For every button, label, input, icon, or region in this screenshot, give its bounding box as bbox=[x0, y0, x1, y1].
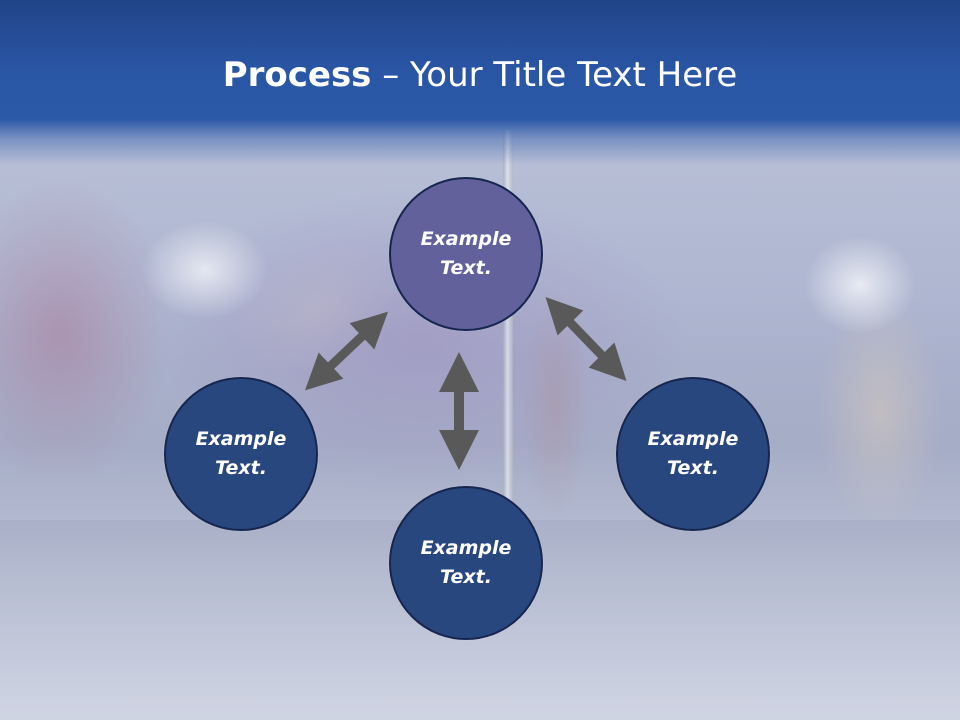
title-bold-text: Process bbox=[222, 55, 372, 95]
process-node-bottom-label: Example Text. bbox=[420, 537, 512, 588]
title-band bbox=[0, 0, 960, 165]
process-node-right[interactable]: Example Text. bbox=[616, 377, 770, 531]
slide-title[interactable]: Process – Your Title Text Here bbox=[0, 52, 960, 98]
arrow-top-left[interactable] bbox=[304, 311, 389, 391]
process-node-top-label: Example Text. bbox=[420, 228, 512, 279]
title-rest-text: – Your Title Text Here bbox=[371, 55, 738, 95]
process-node-bottom[interactable]: Example Text. bbox=[389, 486, 543, 640]
process-node-top[interactable]: Example Text. bbox=[389, 177, 543, 331]
process-node-left[interactable]: Example Text. bbox=[164, 377, 318, 531]
background-pole bbox=[503, 130, 513, 570]
process-node-left-label: Example Text. bbox=[195, 428, 287, 479]
arrow-top-right[interactable] bbox=[545, 297, 627, 381]
process-node-right-label: Example Text. bbox=[647, 428, 739, 479]
